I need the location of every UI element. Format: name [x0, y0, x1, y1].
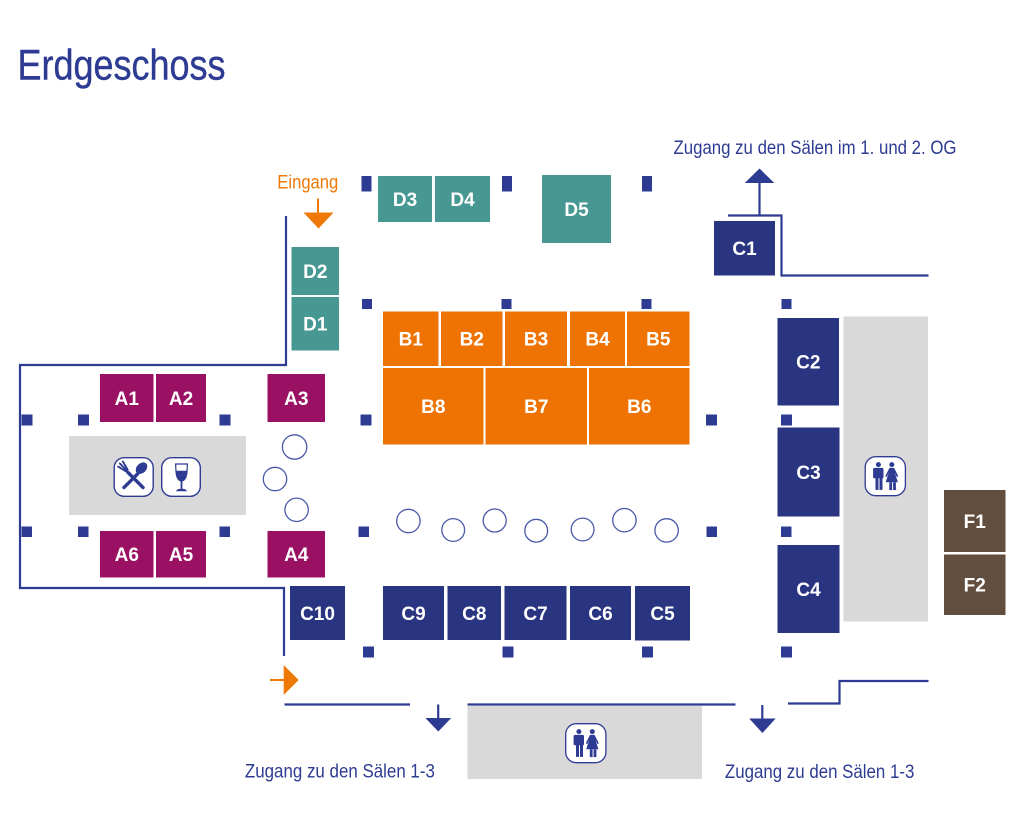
svg-text:B2: B2	[460, 330, 484, 351]
svg-text:C5: C5	[650, 604, 675, 625]
svg-text:C6: C6	[588, 604, 612, 625]
svg-text:D2: D2	[303, 262, 327, 283]
svg-text:C1: C1	[732, 239, 757, 260]
svg-text:F1: F1	[964, 512, 987, 533]
svg-text:B8: B8	[421, 397, 445, 418]
svg-text:A5: A5	[169, 545, 194, 566]
svg-text:F2: F2	[964, 576, 986, 597]
svg-text:C2: C2	[796, 353, 820, 374]
svg-text:D4: D4	[450, 190, 475, 211]
svg-text:D5: D5	[564, 200, 589, 221]
svg-text:B3: B3	[524, 330, 548, 351]
svg-text:Zugang zu den Sälen im 1. und: Zugang zu den Sälen im 1. und 2. OG	[674, 137, 957, 159]
svg-text:C7: C7	[523, 604, 547, 625]
svg-text:A4: A4	[284, 545, 309, 566]
svg-text:C8: C8	[462, 604, 486, 625]
svg-text:Erdgeschoss: Erdgeschoss	[18, 42, 226, 90]
svg-text:C9: C9	[401, 604, 425, 625]
svg-text:B4: B4	[585, 330, 610, 351]
svg-text:C10: C10	[300, 604, 335, 625]
svg-text:Eingang: Eingang	[277, 172, 338, 194]
svg-text:Zugang zu den Sälen 1-3: Zugang zu den Sälen 1-3	[245, 760, 435, 782]
svg-text:D1: D1	[303, 315, 328, 336]
svg-text:C4: C4	[796, 580, 821, 601]
svg-text:A3: A3	[284, 389, 308, 410]
svg-text:B6: B6	[627, 397, 651, 418]
svg-text:Zugang zu den Sälen 1-3: Zugang zu den Sälen 1-3	[725, 761, 915, 783]
svg-text:A2: A2	[169, 389, 193, 410]
svg-text:B7: B7	[524, 397, 548, 418]
svg-text:A6: A6	[115, 545, 139, 566]
svg-text:D3: D3	[393, 190, 417, 211]
svg-text:A1: A1	[115, 389, 140, 410]
svg-text:B1: B1	[399, 330, 424, 351]
svg-text:C3: C3	[796, 463, 820, 484]
svg-text:B5: B5	[646, 330, 671, 351]
